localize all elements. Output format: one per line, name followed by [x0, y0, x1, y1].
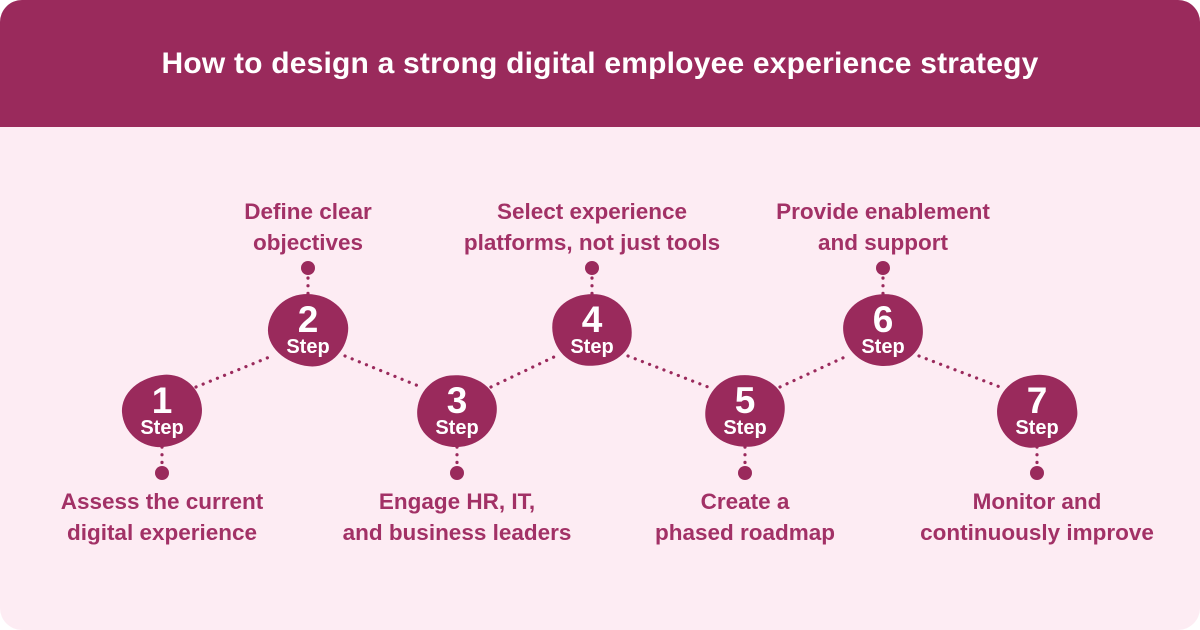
- step-number: 3: [446, 380, 468, 421]
- step-description-6: Provide enablement and support: [776, 199, 990, 255]
- connector-dot-2: [301, 261, 315, 275]
- connector-dot-3: [450, 466, 464, 480]
- step-number: 5: [734, 380, 756, 421]
- step-node-7: 7 Step: [997, 375, 1077, 447]
- step-number: 6: [872, 299, 894, 340]
- step-node-4: 4 Step: [552, 294, 632, 366]
- connector-3-4: [489, 354, 558, 389]
- step-blob-1: 1 Step: [122, 375, 202, 447]
- step-number: 1: [151, 380, 173, 421]
- step-blob-5: 5 Step: [705, 375, 785, 447]
- step-blob-3: 3 Step: [417, 375, 497, 447]
- step-blob-6: 6 Step: [843, 294, 923, 366]
- step-label: Step: [140, 417, 184, 439]
- step-description-5: Create a phased roadmap: [654, 489, 836, 545]
- connector-dot-5: [738, 466, 752, 480]
- step-blob-2: 2 Step: [268, 294, 348, 366]
- step-label: Step: [286, 336, 330, 358]
- step-label: Step: [861, 336, 905, 358]
- connector-dot-6: [876, 261, 890, 275]
- step-node-2: 2 Step: [268, 294, 348, 366]
- step-label: Step: [1015, 417, 1059, 439]
- step-node-1: 1 Step: [122, 375, 202, 447]
- step-blob-7: 7 Step: [997, 375, 1077, 447]
- step-number: 4: [581, 299, 603, 340]
- step-label: Step: [723, 417, 767, 439]
- page-title: How to design a strong digital employee …: [161, 46, 1039, 80]
- connector-4-5: [626, 354, 710, 389]
- step-label: Step: [570, 336, 614, 358]
- title-banner: How to design a strong digital employee …: [0, 0, 1200, 127]
- step-node-5: 5 Step: [705, 375, 785, 447]
- connector-5-6: [778, 354, 849, 389]
- step-number: 2: [297, 299, 319, 340]
- step-description-7: Monitor and continuously improve: [920, 489, 1154, 545]
- step-description-2: Define clear objectives: [244, 199, 372, 255]
- step-label: Step: [435, 417, 479, 439]
- connector-2-3: [343, 354, 423, 389]
- connector-dot-7: [1030, 466, 1044, 480]
- step-description-1: Assess the current digital experience: [60, 489, 264, 545]
- step-description-3: Engage HR, IT, and business leaders: [342, 489, 572, 545]
- connector-dot-4: [585, 261, 599, 275]
- step-number: 7: [1026, 380, 1048, 421]
- connector-6-7: [917, 354, 1002, 389]
- step-node-3: 3 Step: [417, 375, 497, 447]
- step-node-6: 6 Step: [843, 294, 923, 366]
- step-description-4: Select experience platforms, not just to…: [463, 199, 721, 255]
- step-blob-4: 4 Step: [552, 294, 632, 366]
- connector-dot-1: [155, 466, 169, 480]
- connector-1-2: [194, 354, 274, 389]
